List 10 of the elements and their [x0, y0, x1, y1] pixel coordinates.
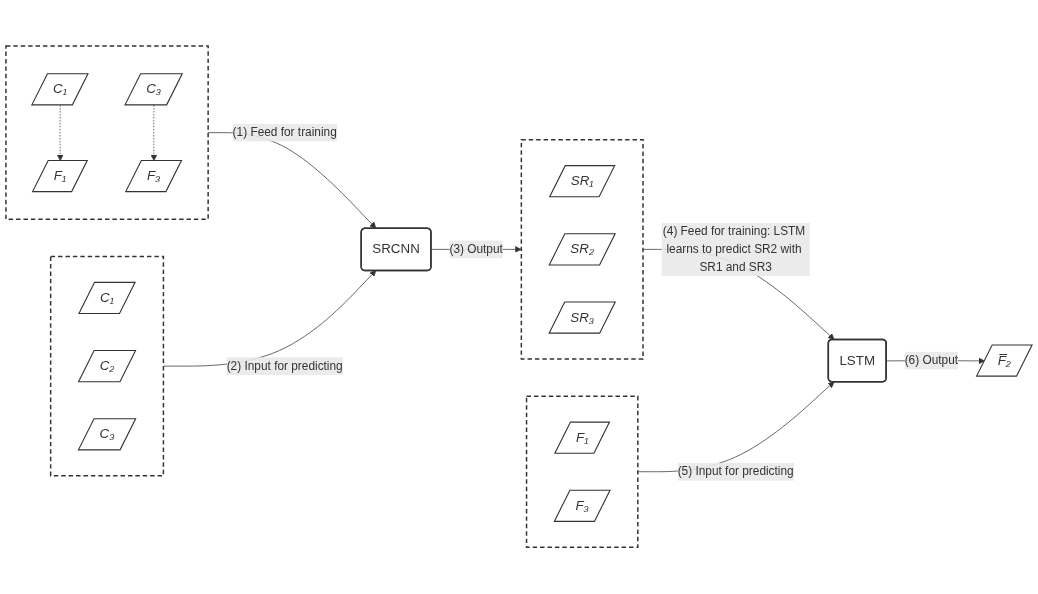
edge-label: (1) Feed for training [232, 126, 337, 139]
cluster [525, 395, 639, 549]
edge-label: (4) Feed for training: LSTM learns to predict SR2 with SR1 and SR3 [662, 225, 806, 274]
cluster [520, 139, 644, 361]
edge-label: (6) Output [904, 354, 959, 367]
edge-label: (3) Output [449, 243, 503, 256]
cluster [49, 256, 165, 477]
edge-label: (2) Input for predicting [226, 359, 343, 373]
cluster [5, 45, 209, 221]
edge-label: (5) Input for predicting [677, 465, 794, 479]
